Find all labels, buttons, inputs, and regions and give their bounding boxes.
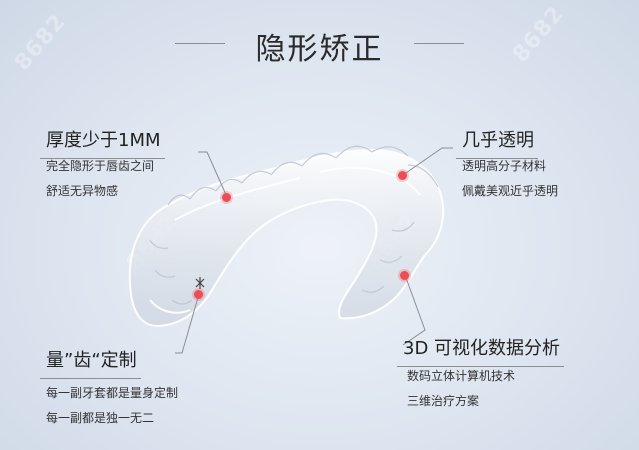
feature-heading-transparent: 几乎透明 (456, 126, 538, 159)
marker-dot-transparent (398, 171, 407, 180)
page-title: 隐形矫正 (255, 32, 384, 67)
feature-line: 每一副都是独一无二 (46, 411, 155, 425)
feature-line: 数码立体计算机技术 (407, 369, 516, 383)
feature-line: 三维治疗方案 (407, 394, 480, 408)
marker-dot-thickness (222, 193, 231, 202)
feature-heading-3d: 3D 可视化数据分析 (397, 334, 565, 367)
title-line-right (414, 43, 464, 44)
feature-heading-custom: 量”齿“定制 (40, 346, 141, 379)
marker-dot-3d (400, 271, 409, 280)
title-line-left (175, 43, 225, 44)
star-icon (195, 277, 205, 289)
feature-heading-thickness: 厚度少于1MM (40, 126, 165, 159)
feature-line: 完全隐形于唇齿之间 (46, 159, 155, 173)
feature-line: 佩戴美观近乎透明 (462, 184, 559, 198)
marker-dot-custom (194, 290, 203, 299)
feature-line: 透明高分子材料 (462, 159, 547, 173)
feature-line: 舒适无异物感 (46, 184, 119, 198)
feature-line: 每一副牙套都是量身定制 (46, 386, 179, 400)
